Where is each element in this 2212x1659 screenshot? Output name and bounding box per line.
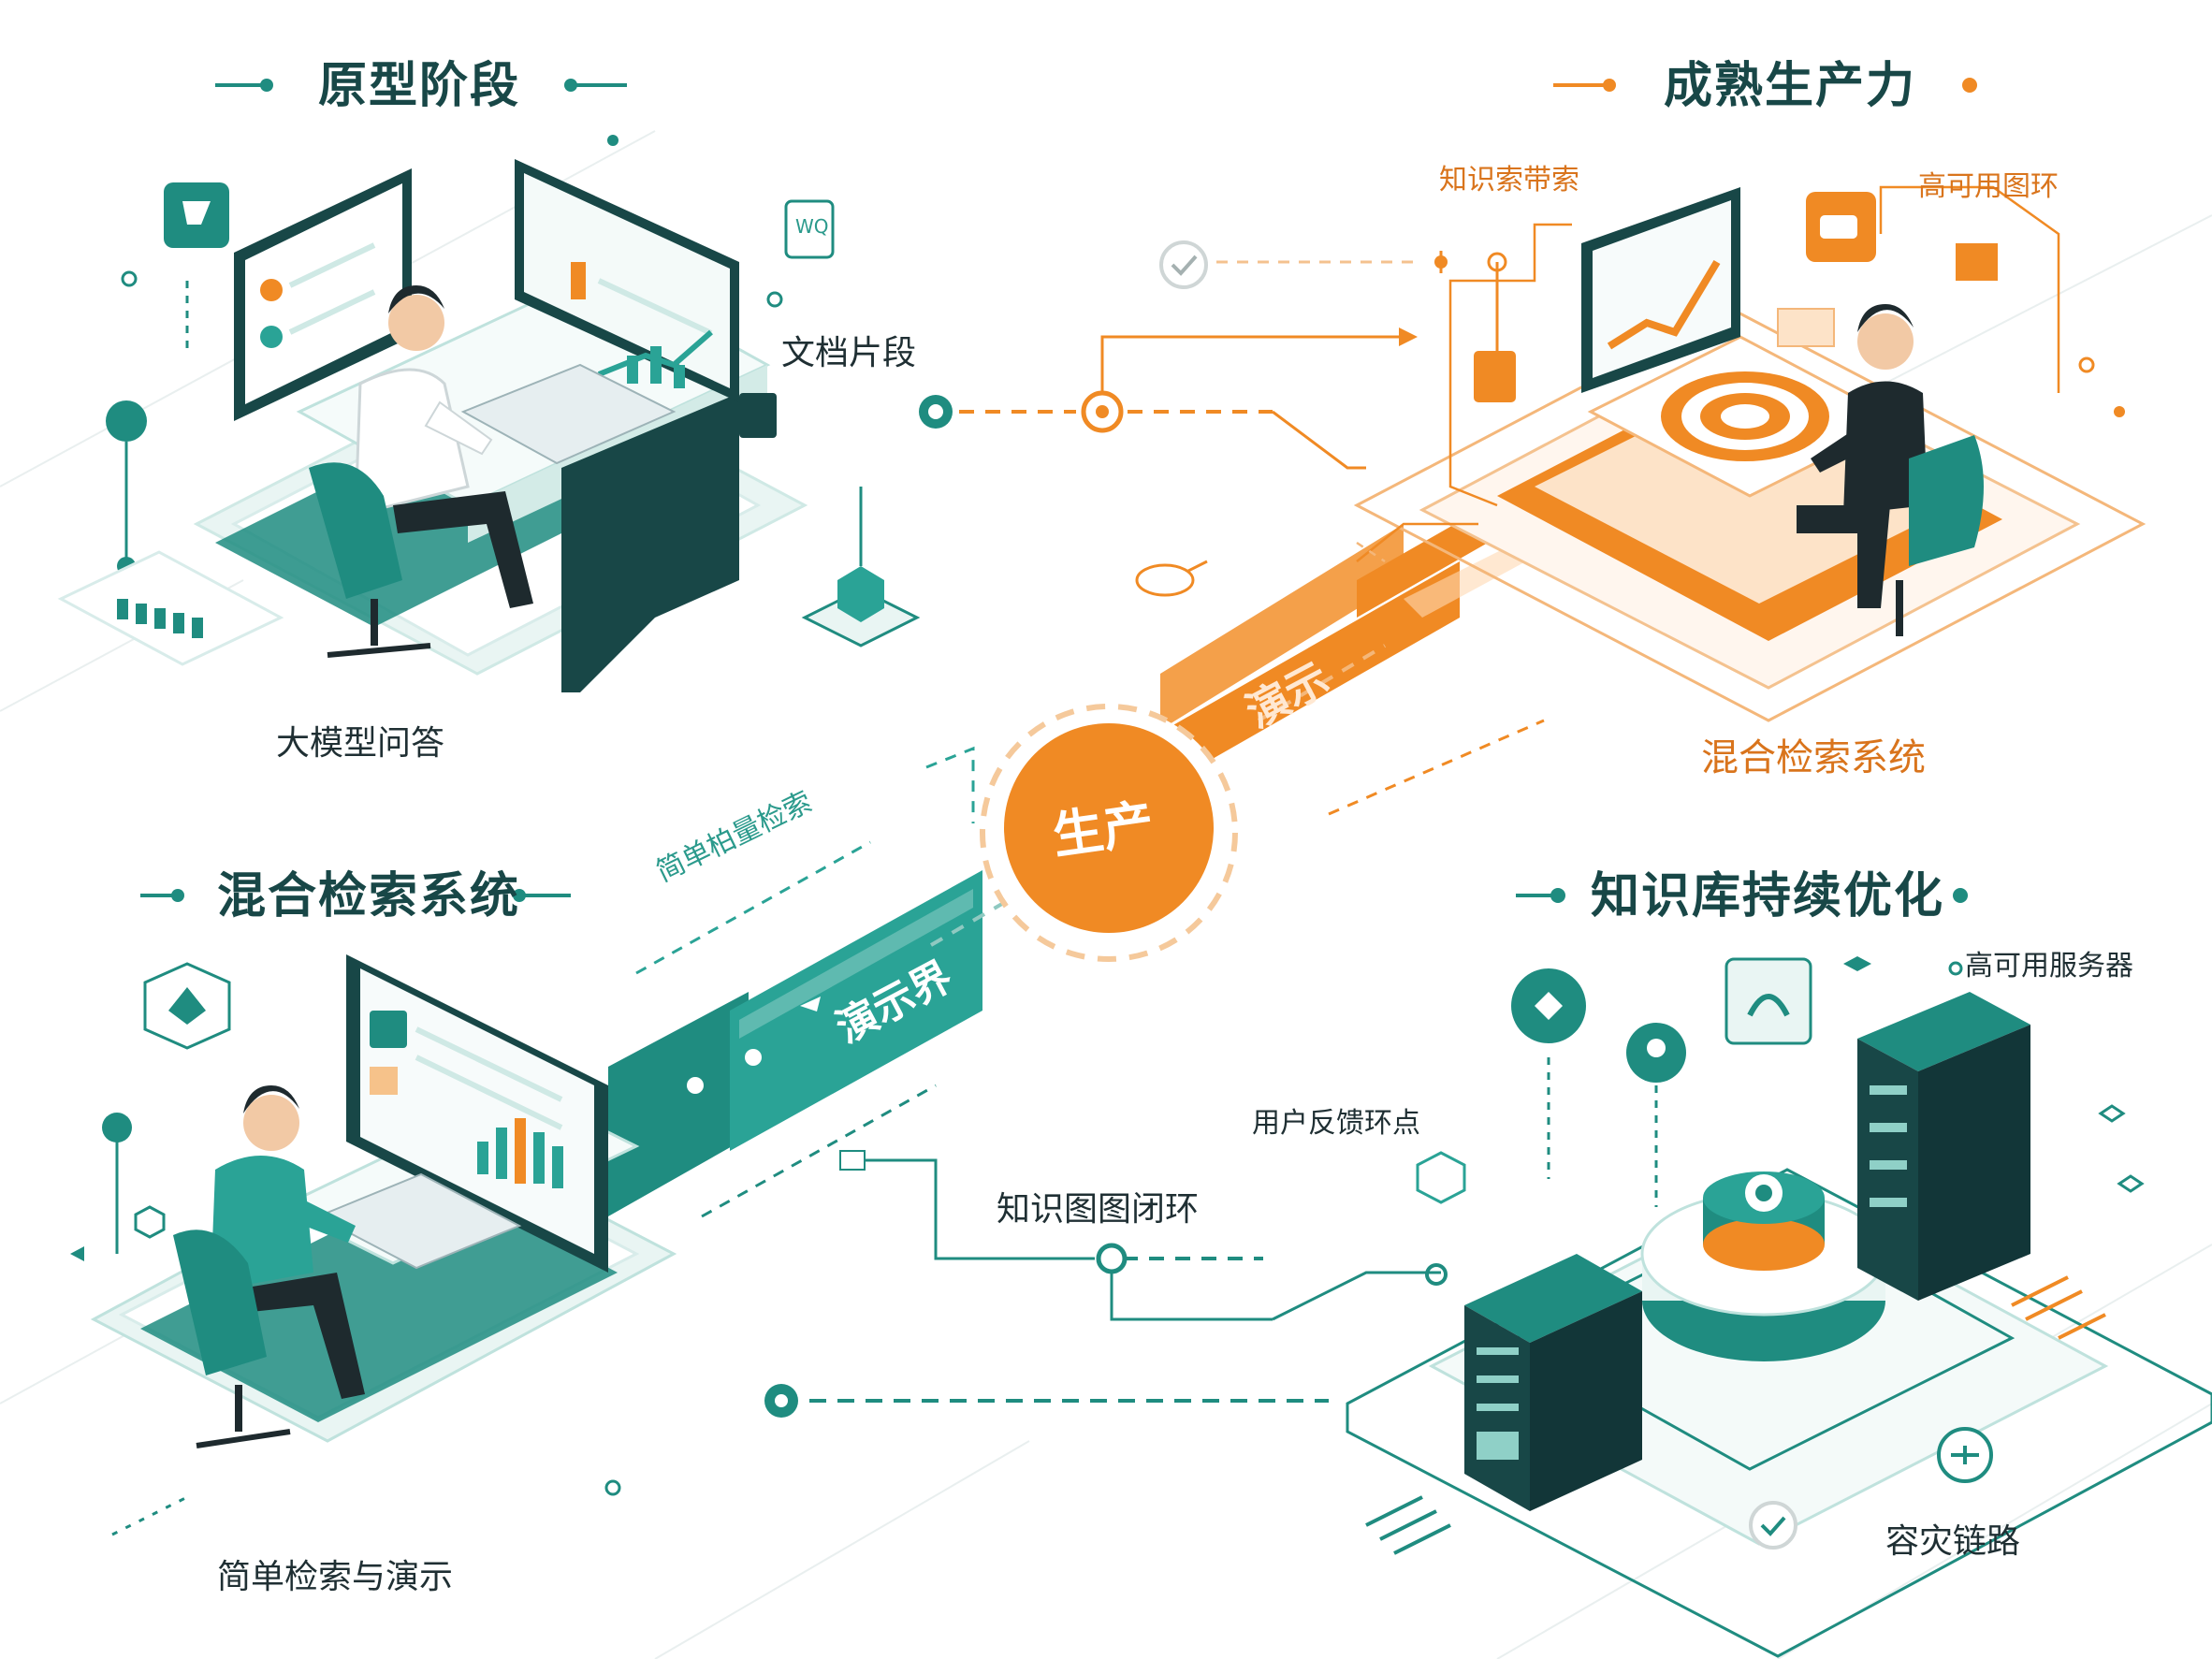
ha-server-label: 高可用服务器 [1965,950,2133,982]
graph-loop-label: 知识图图闭环 [997,1190,1200,1229]
mature-scene [1353,78,2147,722]
kb-optimize-title: 知识库持续优化 [1591,868,1945,924]
wq-badge-text: WQ [795,215,829,238]
knowledge-search-label: 知识索带索 [1439,164,1579,196]
mature-title: 成熟生产力 [1664,58,1917,114]
llm-qa-label: 大模型问答 [276,724,445,763]
dr-label: 容灾链路 [1885,1522,2021,1561]
ha-graph-label: 高可用图环 [1918,170,2059,203]
simple-search-label: 简单检索与演示 [217,1558,454,1596]
kb-scene [1346,888,2212,1658]
docs-label: 文档片段 [781,334,917,372]
hybrid-title: 混合检索系统 [217,868,521,924]
production-label: 生产 [1049,793,1157,866]
middle-connectors [919,240,1443,597]
hybrid-scene [70,889,677,1536]
hybrid-system-label: 混合检索系统 [1701,736,1926,779]
feedback-label: 用户反馈环点 [1252,1107,1420,1140]
bottom-connectors [764,1150,1441,1418]
prototype-scene [57,79,921,692]
prototype-title: 原型阶段 [318,58,521,114]
